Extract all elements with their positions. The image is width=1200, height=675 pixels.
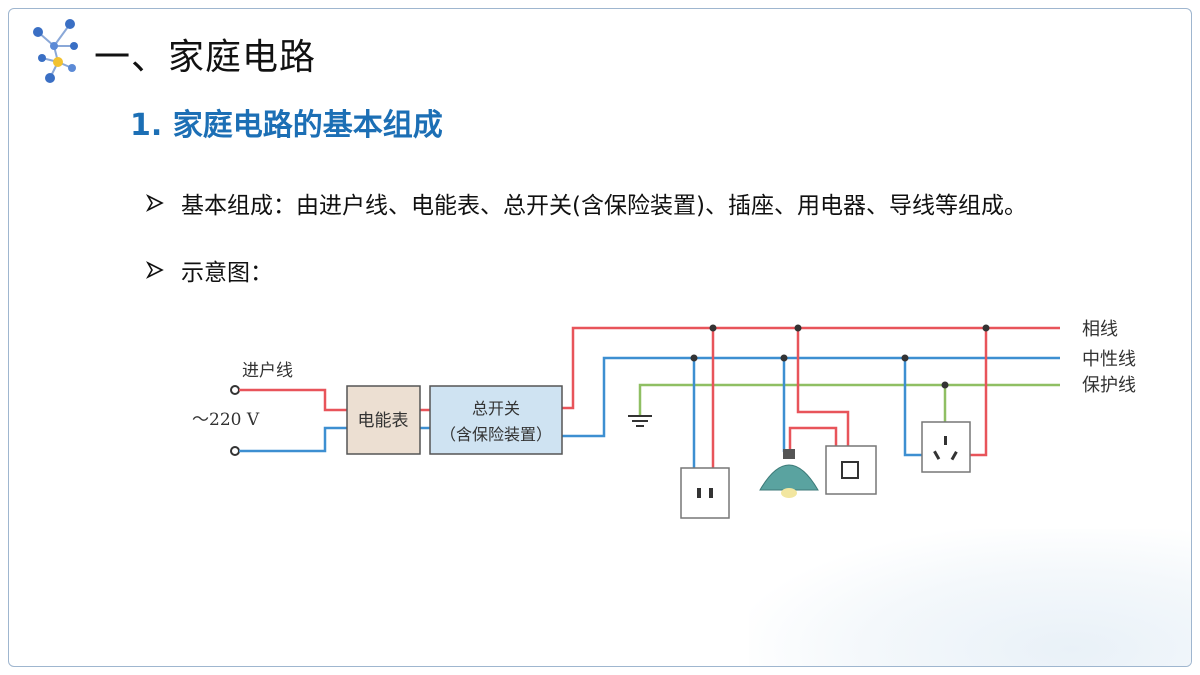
neutral-wire-label: 中性线	[1082, 349, 1136, 370]
junction	[709, 324, 717, 332]
background-decoration	[749, 529, 1191, 666]
household-circuit-diagram: 进户线 ～220 V 电能表 总开关 （含保险装置）	[192, 319, 1136, 519]
neutral-wire-main	[562, 356, 1060, 438]
socket-pin	[933, 450, 941, 460]
junction	[780, 354, 788, 362]
socket-pin	[697, 488, 701, 498]
ground-icon	[628, 415, 652, 427]
main-switch-sublabel: （含保险装置）	[440, 425, 552, 444]
phase-wire-label: 相线	[1082, 319, 1118, 340]
slide-frame	[8, 8, 1192, 667]
switch-phase	[796, 328, 850, 446]
meter-label: 电能表	[358, 411, 409, 431]
switch-toggle	[841, 461, 859, 479]
neutral-wire	[239, 426, 347, 453]
terminal-top	[230, 385, 240, 395]
phase-wire-main	[562, 326, 1060, 410]
junction	[941, 381, 949, 389]
socket-pin	[709, 488, 713, 498]
socket-pin	[950, 451, 958, 461]
bullet-diagram: 示意图：	[145, 253, 273, 287]
slide-title: 一、家庭电路	[94, 37, 317, 78]
phase-wire	[239, 388, 347, 412]
arrow-bullet-icon	[145, 261, 164, 279]
socket2-phase	[970, 328, 988, 457]
junction	[690, 354, 698, 362]
two-pin-socket	[680, 467, 730, 519]
bullet-text: 基本组成：由进户线、电能表、总开关(含保险装置)、插座、用电器、导线等组成。	[181, 193, 1027, 219]
socket-pin	[944, 436, 947, 445]
incoming-wire-label: 进户线	[242, 361, 293, 381]
electric-meter	[346, 385, 421, 455]
bullet-composition: 基本组成：由进户线、电能表、总开关(含保险装置)、插座、用电器、导线等组成。	[145, 186, 1027, 220]
voltage-label: ～220 V	[192, 410, 260, 430]
main-switch	[429, 385, 563, 455]
socket2-neutral	[903, 358, 922, 457]
section-subtitle: 1. 家庭电路的基本组成	[130, 108, 443, 143]
main-switch-label: 总开关	[472, 399, 520, 418]
lamp-icon	[759, 449, 819, 498]
three-pin-socket	[921, 421, 971, 473]
protective-wire-label: 保护线	[1082, 375, 1136, 396]
protective-wire	[638, 383, 1060, 415]
lamp-switch-wire	[788, 426, 838, 452]
junction	[901, 354, 909, 362]
molecule-logo-icon	[33, 19, 78, 83]
junction	[794, 324, 802, 332]
junction	[982, 324, 990, 332]
arrow-bullet-icon	[145, 194, 164, 212]
terminal-bottom	[230, 446, 240, 456]
bullet-text: 示意图：	[181, 260, 273, 286]
